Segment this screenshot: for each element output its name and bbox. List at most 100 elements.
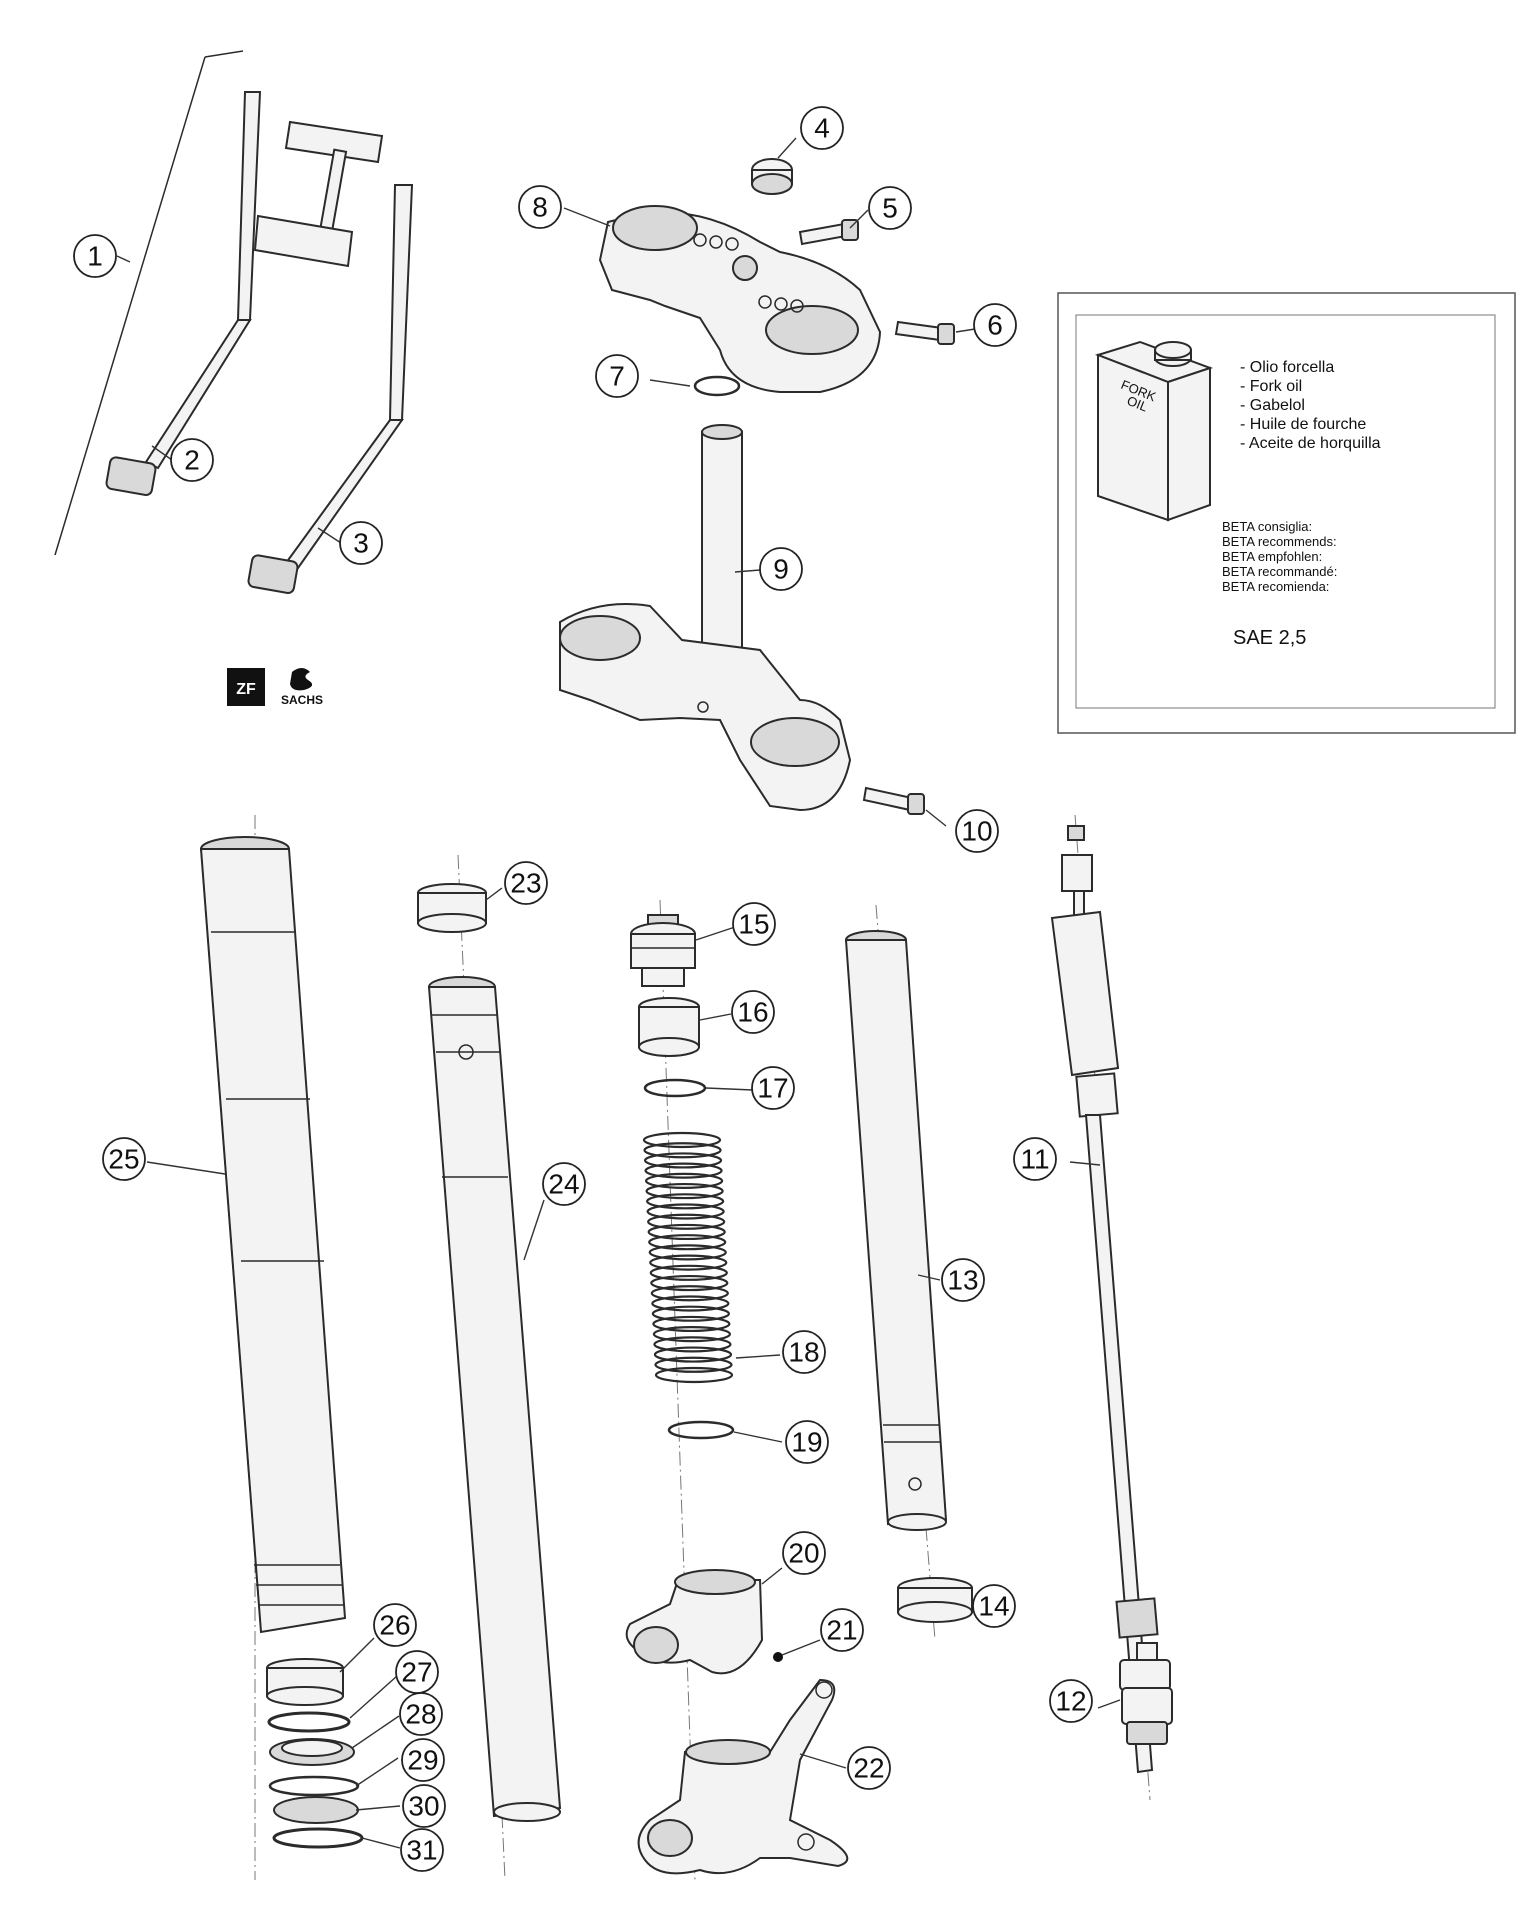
oil-name-en: - Fork oil <box>1240 378 1302 395</box>
base-valve <box>1119 1642 1173 1745</box>
svg-text:15: 15 <box>738 909 769 940</box>
spring-coil <box>644 1172 724 1189</box>
spring-coil <box>650 1274 729 1292</box>
outer-tube <box>199 836 347 1634</box>
callout-22: 22 <box>847 1746 891 1790</box>
spring-coil <box>654 1356 733 1373</box>
svg-text:OIL: OIL <box>1125 393 1150 415</box>
oil-name-it: - Olio forcella <box>1240 359 1334 376</box>
spring-washer-upper <box>643 1078 707 1098</box>
damper-cartridge-tube <box>844 930 948 1531</box>
spring-coil <box>652 1326 732 1343</box>
callout-1: 1 <box>73 234 117 278</box>
spring-coil <box>653 1346 733 1363</box>
callout-17: 17 <box>751 1066 795 1110</box>
spring-coil <box>649 1254 728 1271</box>
svg-text:1: 1 <box>87 241 103 272</box>
callout-23: 23 <box>504 861 548 905</box>
svg-text:29: 29 <box>407 1745 438 1776</box>
oil-name-fr: - Huile de fourche <box>1240 416 1366 433</box>
lower-clamp-bolt <box>862 786 925 815</box>
callout-12: 12 <box>1049 1679 1093 1723</box>
callout-28: 28 <box>399 1692 443 1736</box>
inner-tube <box>427 976 562 1822</box>
svg-text:23: 23 <box>510 868 541 899</box>
spring-coil <box>646 1193 725 1210</box>
svg-text:2: 2 <box>184 445 200 476</box>
damper-rod-assembly <box>1050 825 1159 1774</box>
callout-5: 5 <box>868 186 912 230</box>
spring-coil <box>644 1162 723 1179</box>
spring-coil <box>646 1203 725 1220</box>
spring-coil <box>653 1336 732 1353</box>
spring-coil <box>649 1264 728 1281</box>
svg-text:4: 4 <box>814 113 830 144</box>
svg-text:8: 8 <box>532 192 548 223</box>
callout-2: 2 <box>170 438 214 482</box>
svg-text:21: 21 <box>826 1615 857 1646</box>
callout-8: 8 <box>518 185 562 229</box>
svg-text:SACHS: SACHS <box>281 693 323 707</box>
svg-text:18: 18 <box>788 1337 819 1368</box>
callout-30: 30 <box>402 1784 446 1828</box>
spring-coil <box>654 1366 734 1384</box>
svg-text:11: 11 <box>1020 1144 1049 1175</box>
recommend-de: BETA empfohlen: <box>1222 549 1322 564</box>
spring-coil <box>643 1152 723 1169</box>
seal-stack <box>266 1658 364 1849</box>
svg-text:12: 12 <box>1055 1686 1086 1717</box>
callout-10: 10 <box>955 809 999 853</box>
zf-logo: ZF <box>227 668 265 706</box>
recommend-it: BETA consiglia: <box>1222 519 1312 534</box>
fork-oil-info-box: FORK OIL - Olio forcella - Fork oil - Ga… <box>1057 292 1516 734</box>
oil-name-es: - Aceite de horquilla <box>1240 435 1381 452</box>
callout-6: 6 <box>973 303 1017 347</box>
svg-text:17: 17 <box>757 1073 788 1104</box>
svg-text:3: 3 <box>353 528 369 559</box>
svg-text:6: 6 <box>987 310 1003 341</box>
svg-text:25: 25 <box>108 1144 139 1175</box>
sachs-logo: SACHS <box>281 668 323 707</box>
fork-foot-with-bracket <box>637 1678 849 1875</box>
callout-27: 27 <box>395 1650 439 1694</box>
callout-20: 20 <box>782 1531 826 1575</box>
oil-grade: SAE 2,5 <box>1233 627 1306 649</box>
svg-text:19: 19 <box>791 1427 822 1458</box>
svg-text:ZF: ZF <box>236 681 256 698</box>
svg-text:28: 28 <box>405 1699 436 1730</box>
oil-name-de: - Gabelol <box>1240 397 1305 414</box>
callout-24: 24 <box>542 1162 586 1206</box>
svg-text:5: 5 <box>882 193 898 224</box>
spring-coil <box>650 1285 729 1302</box>
svg-text:10: 10 <box>961 816 992 847</box>
svg-text:13: 13 <box>947 1265 978 1296</box>
spring-coil <box>651 1295 730 1312</box>
fork-top-cap <box>630 914 696 987</box>
svg-text:30: 30 <box>408 1791 439 1822</box>
oil-can-icon: FORK OIL <box>1094 340 1214 522</box>
callout-7: 7 <box>595 354 639 398</box>
callout-25: 25 <box>102 1137 146 1181</box>
callout-15: 15 <box>732 902 776 946</box>
spring-coil <box>647 1213 726 1230</box>
spring-coil <box>648 1244 727 1261</box>
callout-3: 3 <box>339 521 383 565</box>
callout-19: 19 <box>785 1420 829 1464</box>
axle-clamp-foot <box>625 1569 764 1675</box>
svg-text:16: 16 <box>737 997 768 1028</box>
recommend-es: BETA recomienda: <box>1222 579 1329 594</box>
clamp-ball <box>773 1652 783 1662</box>
callout-9: 9 <box>759 547 803 591</box>
spring-coil <box>651 1305 730 1322</box>
upper-triple-clamp <box>598 205 882 393</box>
spring-coil <box>642 1131 722 1149</box>
fork-assembly-preview <box>54 50 414 594</box>
svg-text:24: 24 <box>548 1169 579 1200</box>
callout-26: 26 <box>373 1603 417 1647</box>
callout-14: 14 <box>972 1584 1016 1628</box>
top-clamp-bolts <box>751 158 955 345</box>
spring-coil <box>643 1142 722 1159</box>
callout-21: 21 <box>820 1608 864 1652</box>
svg-text:20: 20 <box>788 1538 819 1569</box>
